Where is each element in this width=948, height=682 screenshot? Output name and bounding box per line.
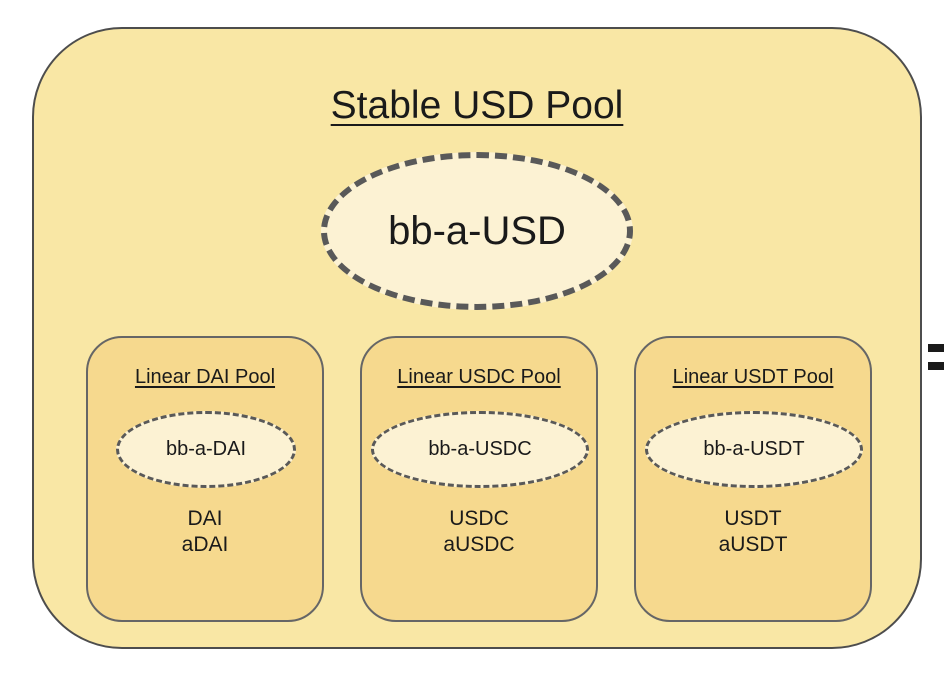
asset-usdc: USDC	[449, 507, 509, 530]
asset-adai: aDAI	[181, 533, 229, 556]
bb-a-usdt-token-label: bb-a-USDT	[703, 438, 805, 460]
linear-dai-pool-box: Linear DAI Pool bb-a-DAI DAI aDAI	[86, 336, 324, 622]
edge-mark-bar-bottom	[928, 362, 944, 370]
bb-a-dai-token-label: bb-a-DAI	[165, 438, 247, 460]
asset-dai: DAI	[187, 507, 223, 530]
asset-ausdt: aUSDT	[718, 533, 788, 556]
linear-usdt-pool-title: Linear USDT Pool	[672, 366, 834, 388]
asset-ausdc: aUSDC	[443, 533, 515, 556]
bb-a-usd-token-ellipse: bb-a-USD	[321, 152, 633, 310]
linear-usdt-pool-assets: USDT aUSDT	[636, 506, 870, 558]
stable-usd-pool-box: Stable USD Pool bb-a-USD Linear DAI Pool…	[32, 27, 922, 649]
linear-usdc-pool-title: Linear USDC Pool	[397, 366, 561, 388]
edge-equals-mark	[928, 340, 944, 374]
linear-dai-pool-title: Linear DAI Pool	[134, 366, 276, 388]
bb-a-usd-token-label: bb-a-USD	[388, 208, 566, 253]
linear-usdc-pool-assets: USDC aUSDC	[362, 506, 596, 558]
linear-usdc-pool-box: Linear USDC Pool bb-a-USDC USDC aUSDC	[360, 336, 598, 622]
edge-mark-bar-top	[928, 344, 944, 352]
bb-a-usdc-token-label: bb-a-USDC	[428, 438, 532, 460]
bb-a-dai-token-ellipse: bb-a-DAI	[116, 411, 296, 488]
linear-dai-pool-assets: DAI aDAI	[88, 506, 322, 558]
asset-usdt: USDT	[724, 507, 782, 530]
bb-a-usdc-token-ellipse: bb-a-USDC	[371, 411, 589, 488]
stable-pool-title: Stable USD Pool	[330, 84, 624, 127]
bb-a-usdt-token-ellipse: bb-a-USDT	[645, 411, 863, 488]
linear-usdt-pool-box: Linear USDT Pool bb-a-USDT USDT aUSDT	[634, 336, 872, 622]
